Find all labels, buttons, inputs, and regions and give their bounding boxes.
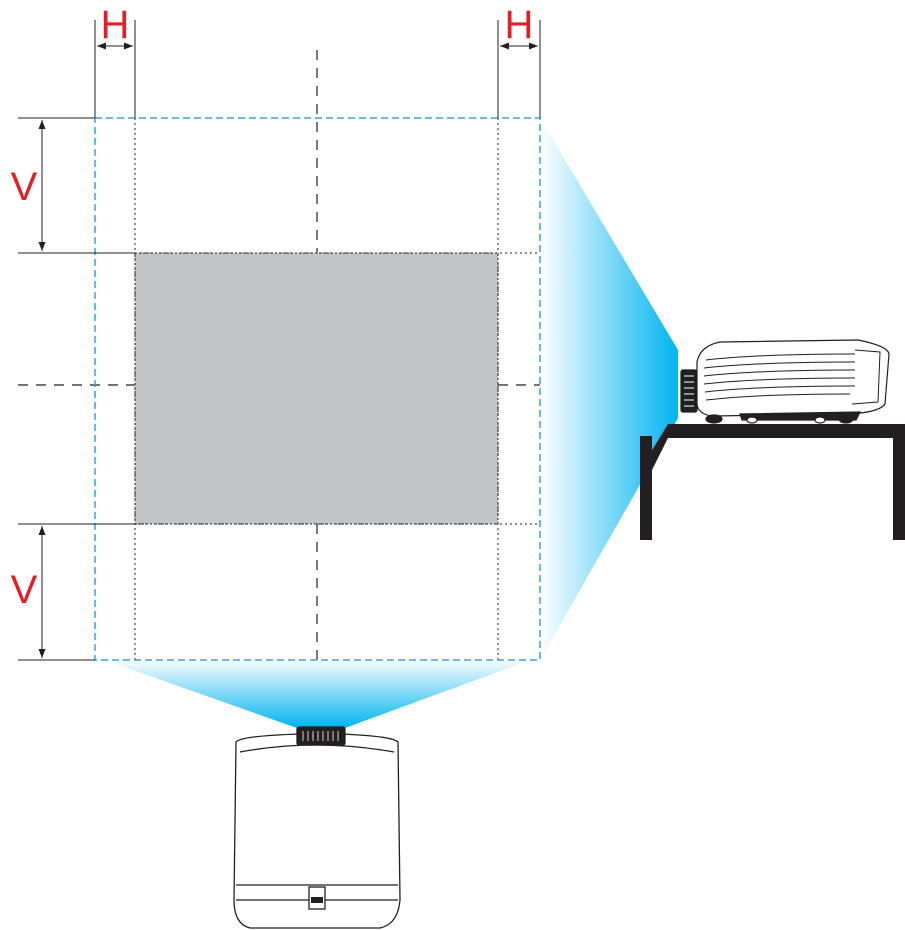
shift-range-frame (94, 117, 541, 661)
dotted-guides (95, 118, 540, 660)
side-projection-beam (540, 118, 678, 660)
h-label-right: H (505, 3, 534, 47)
v-label-top: V (11, 165, 38, 209)
h-dimension-right (497, 20, 541, 118)
projected-image-area (134, 252, 499, 525)
h-dimension-left (94, 20, 136, 118)
projector-side-view-icon (680, 339, 890, 424)
projector-front-view-icon (233, 726, 401, 929)
h-label-left: H (101, 3, 130, 47)
center-lines (18, 50, 540, 660)
v-dimension-top (18, 117, 135, 254)
v-dimension-bottom (18, 523, 135, 661)
table-icon (640, 424, 905, 540)
v-label-bottom: V (11, 568, 38, 612)
bottom-projection-beam (110, 662, 525, 728)
